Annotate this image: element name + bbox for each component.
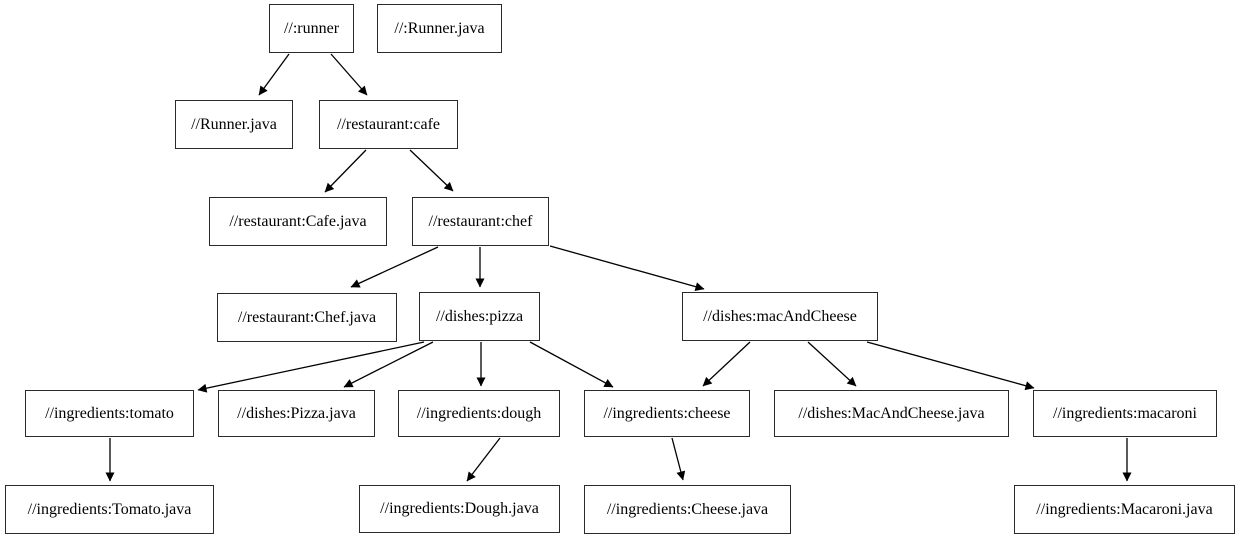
edge-mac-and-cheese-to-mac-java <box>807 341 857 387</box>
node-dishes-pizza-java: //dishes:Pizza.java <box>218 390 375 437</box>
node-ingredients-macaroni: //ingredients:macaroni <box>1033 390 1217 437</box>
edge-chef-to-mac-and-cheese <box>549 245 705 292</box>
node-restaurant-chef: //restaurant:chef <box>412 197 549 246</box>
node-dishes-pizza: //dishes:pizza <box>419 292 540 341</box>
node-ingredients-tomato: //ingredients:tomato <box>25 390 194 437</box>
node-ingredients-macaroni-java: //ingredients:Macaroni.java <box>1014 485 1235 534</box>
edge-mac-and-cheese-to-macaroni <box>866 341 1035 391</box>
edge-dough-to-dough-java <box>466 437 501 482</box>
edge-pizza-to-tomato <box>197 341 425 393</box>
node-dishes-mac-and-cheese: //dishes:macAndCheese <box>682 292 878 341</box>
node-ingredients-cheese: //ingredients:cheese <box>584 390 750 437</box>
node-ingredients-dough-java: //ingredients:Dough.java <box>359 485 560 533</box>
edge-pizza-to-pizza-java <box>343 341 434 388</box>
node-restaurant-cafe-java: //restaurant:Cafe.java <box>209 197 387 246</box>
edge-pizza-to-cheese <box>529 341 614 388</box>
edge-chef-to-chef-java <box>350 246 439 288</box>
edge-cafe-to-chef <box>409 149 454 192</box>
edge-cheese-to-cheese-java <box>671 437 686 481</box>
node-restaurant-cafe: //restaurant:cafe <box>319 100 458 149</box>
edge-cafe-to-cafe-java <box>324 149 367 193</box>
node-ingredients-tomato-java: //ingredients:Tomato.java <box>5 485 214 534</box>
edge-runner-to-cafe <box>330 53 368 96</box>
edge-mac-and-cheese-to-cheese <box>702 341 751 387</box>
node-runner: //:runner <box>269 4 354 53</box>
node-runner-java-target: //:Runner.java <box>377 4 502 53</box>
node-ingredients-dough: //ingredients:dough <box>398 390 560 437</box>
node-dishes-mac-and-cheese-java: //dishes:MacAndCheese.java <box>774 390 1009 437</box>
node-ingredients-cheese-java: //ingredients:Cheese.java <box>584 485 791 534</box>
edge-runner-to-runner-java-file <box>258 53 290 96</box>
node-restaurant-chef-java: //restaurant:Chef.java <box>217 293 397 342</box>
node-runner-java-file: //Runner.java <box>175 100 293 149</box>
